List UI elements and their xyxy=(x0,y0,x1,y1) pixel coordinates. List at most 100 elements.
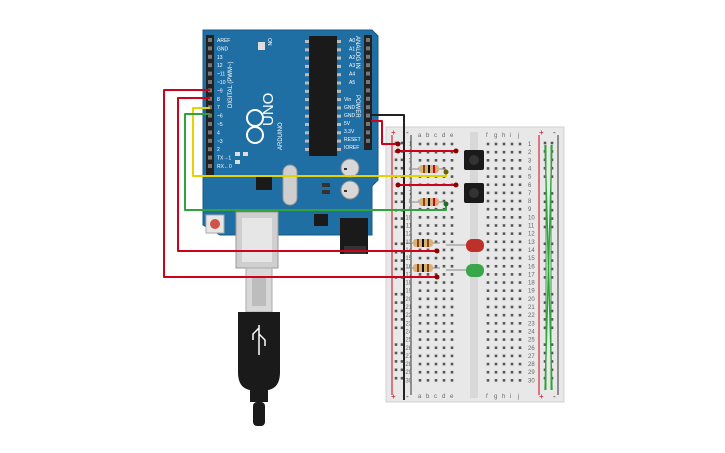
digital-pin-hole xyxy=(208,54,212,59)
rail-hole xyxy=(400,158,404,162)
hole-e12 xyxy=(450,232,454,235)
wire-end-5 xyxy=(443,169,449,175)
hole-f8 xyxy=(486,199,490,203)
row-label-24-right: 24 xyxy=(528,329,535,335)
wire-green-led xyxy=(163,89,437,278)
hole-g29 xyxy=(494,370,498,374)
green-led-body xyxy=(466,264,484,277)
rail-hole xyxy=(543,292,547,296)
pushbutton-1[interactable] xyxy=(464,150,484,170)
hole-a19 xyxy=(418,289,422,292)
hole-e22 xyxy=(450,313,454,317)
rail-hole xyxy=(400,250,404,254)
right-pins xyxy=(366,38,370,143)
row-label-14-right: 14 xyxy=(528,248,535,254)
rail-hole xyxy=(394,368,398,372)
hole-e29 xyxy=(450,370,454,374)
resistor-4-band-2 xyxy=(422,264,424,272)
hole-b23 xyxy=(426,322,430,325)
rail-hole xyxy=(550,175,554,178)
crystal xyxy=(282,164,298,206)
digital-pin-hole xyxy=(208,155,212,160)
hole-j15 xyxy=(518,256,522,260)
hole-i1 xyxy=(510,142,514,146)
atmega-chip xyxy=(309,36,337,156)
hole-i21 xyxy=(510,305,514,309)
hole-e7 xyxy=(450,191,454,195)
rail-hole xyxy=(550,343,554,346)
row-label-22-right: 22 xyxy=(528,313,535,319)
hole-b10 xyxy=(426,216,430,219)
pushbutton-1-cap[interactable] xyxy=(469,155,479,165)
hole-f29 xyxy=(486,370,490,374)
chip-leg xyxy=(305,114,309,118)
left-plus-top: + xyxy=(391,128,396,137)
rail-hole xyxy=(550,141,554,145)
hole-h16 xyxy=(502,264,506,268)
hole-e27 xyxy=(450,354,454,358)
hole-c17 xyxy=(434,273,438,276)
hole-c23 xyxy=(434,322,438,325)
hole-j12 xyxy=(518,232,522,235)
hole-g18 xyxy=(494,281,498,284)
column-label-b: b xyxy=(426,133,430,139)
column-label-a-bottom: a xyxy=(418,394,422,400)
row-label-24: 24 xyxy=(405,329,412,335)
hole-j29 xyxy=(518,370,522,374)
rail-hole xyxy=(543,267,547,271)
right-minus-top: - xyxy=(553,128,556,137)
red-led-body xyxy=(466,239,484,252)
column-label-g-bottom: g xyxy=(494,394,497,400)
hole-e17 xyxy=(450,273,454,276)
l-led xyxy=(243,152,248,156)
hole-d23 xyxy=(442,322,446,325)
wire-red-led xyxy=(177,97,437,252)
hole-f19 xyxy=(486,289,490,292)
reset-button-cap[interactable] xyxy=(210,219,220,229)
resistor-4-band-1 xyxy=(417,264,419,272)
hole-i19 xyxy=(510,289,514,292)
hole-j3 xyxy=(518,159,522,162)
hole-j9 xyxy=(518,207,522,211)
column-label-c-bottom: c xyxy=(434,394,437,400)
pushbutton-2[interactable] xyxy=(464,183,484,203)
hole-a27 xyxy=(418,354,422,358)
rx-led xyxy=(235,160,240,164)
hole-j6 xyxy=(518,183,522,187)
row-label-2: 2 xyxy=(409,150,413,156)
red-led xyxy=(446,239,484,252)
column-label-h: h xyxy=(502,133,505,139)
row-label-25-right: 25 xyxy=(528,338,535,344)
hole-g12 xyxy=(494,232,498,235)
hole-f22 xyxy=(486,313,490,317)
hole-c18 xyxy=(434,281,438,284)
hole-d1 xyxy=(442,142,446,146)
rail-hole xyxy=(400,360,404,363)
rail-hole xyxy=(400,217,404,220)
right-pin-hole xyxy=(366,105,370,110)
hole-b11 xyxy=(426,224,430,227)
rail-hole xyxy=(543,242,547,246)
row-label-3-right: 3 xyxy=(528,158,532,164)
hole-e11 xyxy=(450,224,454,227)
analog-pin-label: A5 xyxy=(349,80,355,86)
hole-a14 xyxy=(418,248,422,252)
hole-a22 xyxy=(418,313,422,317)
rail-hole xyxy=(400,141,404,145)
hole-d24 xyxy=(442,330,446,333)
wires xyxy=(163,89,459,400)
power-pin-label: 3.3V xyxy=(344,129,355,135)
rail-hole xyxy=(543,259,547,262)
row-label-7: 7 xyxy=(409,191,413,197)
pushbutton-2-cap[interactable] xyxy=(469,188,479,198)
usb-port-inner xyxy=(242,218,272,262)
hole-h15 xyxy=(502,256,506,260)
hole-c13 xyxy=(434,240,438,244)
hole-i4 xyxy=(510,167,514,170)
hole-i26 xyxy=(510,346,514,350)
rail-hole xyxy=(543,301,547,304)
hole-a20 xyxy=(418,297,422,301)
resistor-3-band-1 xyxy=(417,239,419,247)
hole-e21 xyxy=(450,305,454,309)
